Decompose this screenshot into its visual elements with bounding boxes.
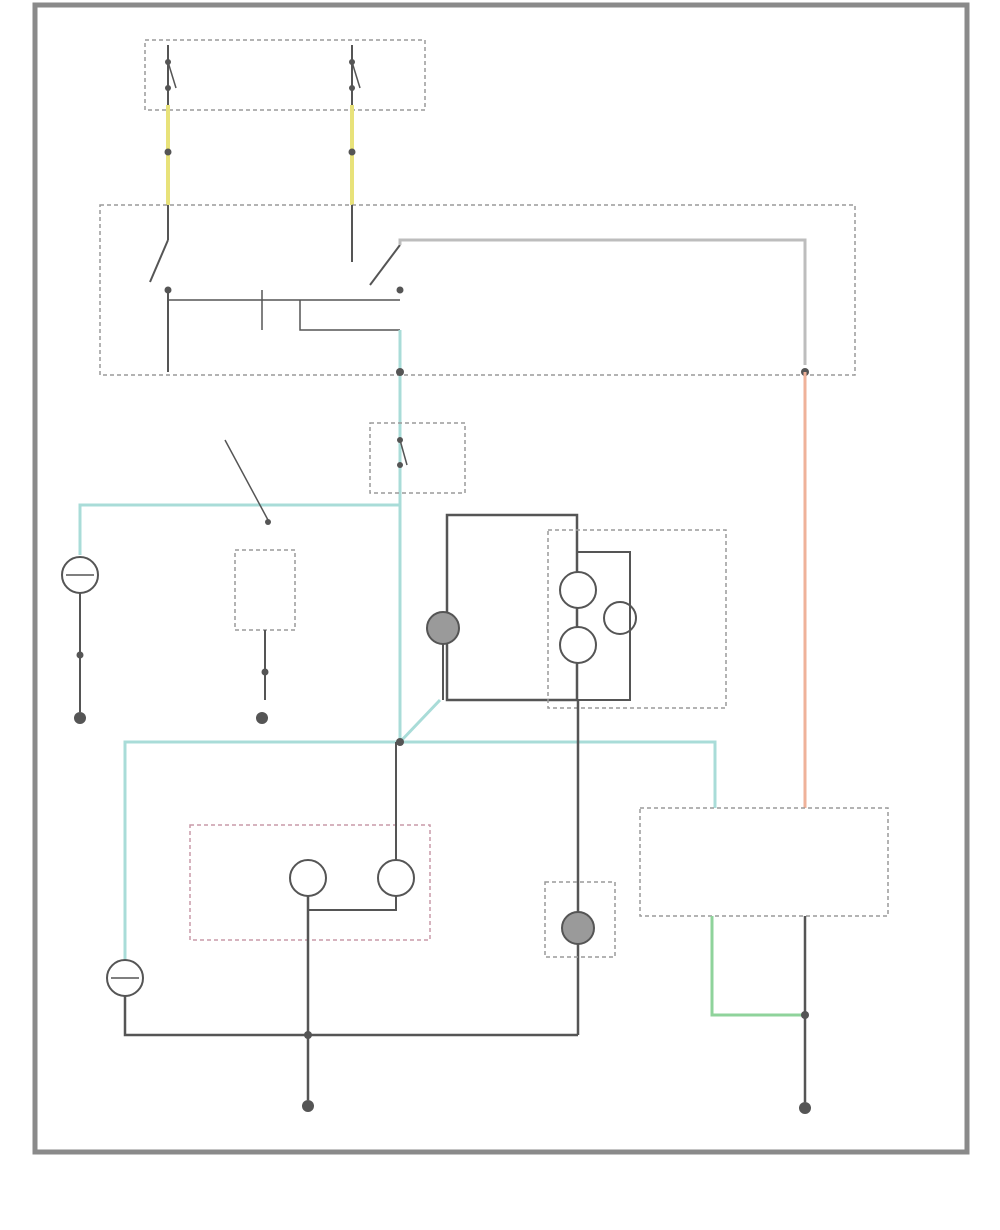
ground-icon <box>799 1102 811 1114</box>
lamp-icon <box>106 959 144 997</box>
wire-gray-top <box>398 238 807 365</box>
instrument-cluster-frame <box>445 513 579 702</box>
lamp-icon <box>559 571 637 664</box>
wire-lightblue-left <box>78 503 400 555</box>
connector-icon <box>261 668 269 676</box>
ground-icon <box>74 712 86 724</box>
wire-lightblue-diag <box>398 698 442 744</box>
headlamp-switch-box <box>99 204 856 376</box>
instrument-cluster-box <box>189 824 431 941</box>
wire-lightblue-main <box>123 740 717 960</box>
fuse-icon <box>349 45 361 105</box>
module-loop <box>578 551 631 701</box>
switch-icon <box>149 205 172 372</box>
switch-icon <box>351 205 404 294</box>
lamp-icon <box>289 859 415 897</box>
lamp-icon <box>61 556 99 594</box>
switch-bus <box>299 300 400 331</box>
fuse-icon <box>397 437 408 468</box>
fuse-icon <box>165 45 177 105</box>
connector-icon <box>76 651 84 659</box>
ground-icon <box>302 1100 314 1112</box>
right-module-box <box>639 807 889 917</box>
module-box-right <box>547 529 727 709</box>
diagram-frame <box>32 2 970 1155</box>
fuse-box-mid <box>369 422 466 494</box>
connector-icon <box>801 1011 809 1019</box>
connector-icon <box>304 1031 312 1039</box>
connector-icon <box>396 738 404 746</box>
connector-icon <box>164 148 172 156</box>
connector-icon <box>396 368 404 376</box>
wire-black-bottom <box>123 996 578 1037</box>
dimmer-module <box>234 549 296 631</box>
dimmer-pointer <box>224 439 269 521</box>
ground-icon <box>256 712 268 724</box>
wire-green <box>710 916 805 1017</box>
lamp-icon <box>561 911 595 945</box>
fuse-box-top <box>144 39 426 111</box>
module-box-lower <box>544 881 616 958</box>
connector-icon <box>348 148 356 156</box>
cluster-link <box>308 896 397 911</box>
lamp-icon <box>426 611 460 645</box>
connector-icon <box>265 519 271 525</box>
